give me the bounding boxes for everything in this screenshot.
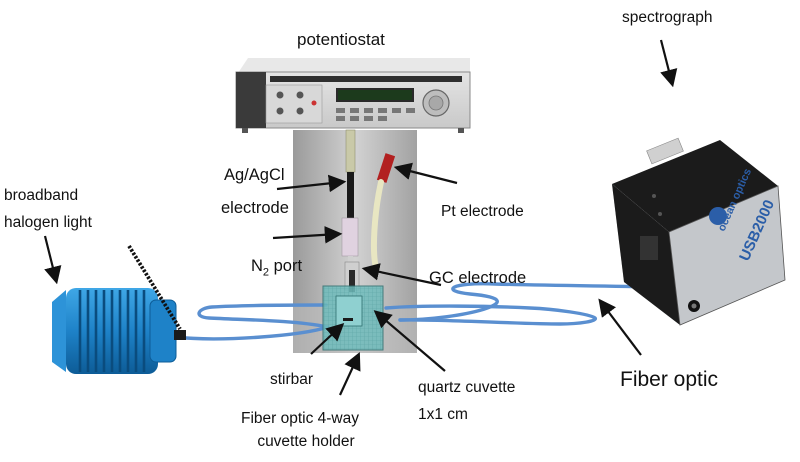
- label-holder-line2: cuvette holder: [257, 433, 355, 450]
- arrow-spectrograph: [659, 39, 678, 88]
- fiber-optic-cable: [173, 282, 691, 341]
- label-light-line2: halogen light: [4, 214, 92, 231]
- label-pt-electrode: Pt electrode: [441, 203, 524, 220]
- pointer-arrows: [43, 39, 678, 396]
- arrow-n2-port: [272, 226, 343, 244]
- cuvette-holder: [322, 285, 384, 351]
- label-light-line1: broadband: [4, 187, 79, 204]
- arrow-gc-electrode: [361, 263, 442, 287]
- label-n2-port-text: port: [269, 257, 303, 275]
- arrow-stirbar: [310, 322, 345, 355]
- arrow-ag-agcl: [276, 174, 347, 193]
- label-potentiostat: potentiostat: [297, 30, 385, 49]
- label-quartz-line1: quartz cuvette: [418, 379, 516, 396]
- arrow-quartz-cuvette: [373, 310, 446, 372]
- arrow-fiber-optic: [598, 298, 642, 356]
- arrow-halogen-light: [43, 235, 62, 285]
- arrow-holder: [339, 352, 361, 396]
- arrow-light-fiber: [127, 245, 182, 330]
- potentiostat-device: [235, 58, 471, 133]
- label-n2-port: N2 port: [251, 257, 302, 282]
- label-n2-subscript: 2: [262, 266, 270, 279]
- label-fiber-optic: Fiber optic: [620, 368, 719, 391]
- label-gc-electrode: GC electrode: [429, 269, 527, 287]
- spectrograph-device: ocean optics USB2000: [612, 137, 786, 326]
- arrow-pt-electrode: [393, 162, 458, 185]
- halogen-light-source: [52, 288, 186, 374]
- label-ag-agcl-line2: electrode: [221, 199, 289, 217]
- label-quartz-line2: 1x1 cm: [418, 406, 468, 423]
- label-ag-agcl-line1: Ag/AgCl: [224, 166, 285, 184]
- label-spectrograph: spectrograph: [622, 9, 713, 26]
- label-holder-line1: Fiber optic 4-way: [240, 410, 359, 427]
- label-n2-symbol: N: [251, 257, 263, 275]
- label-stirbar: stirbar: [270, 371, 314, 388]
